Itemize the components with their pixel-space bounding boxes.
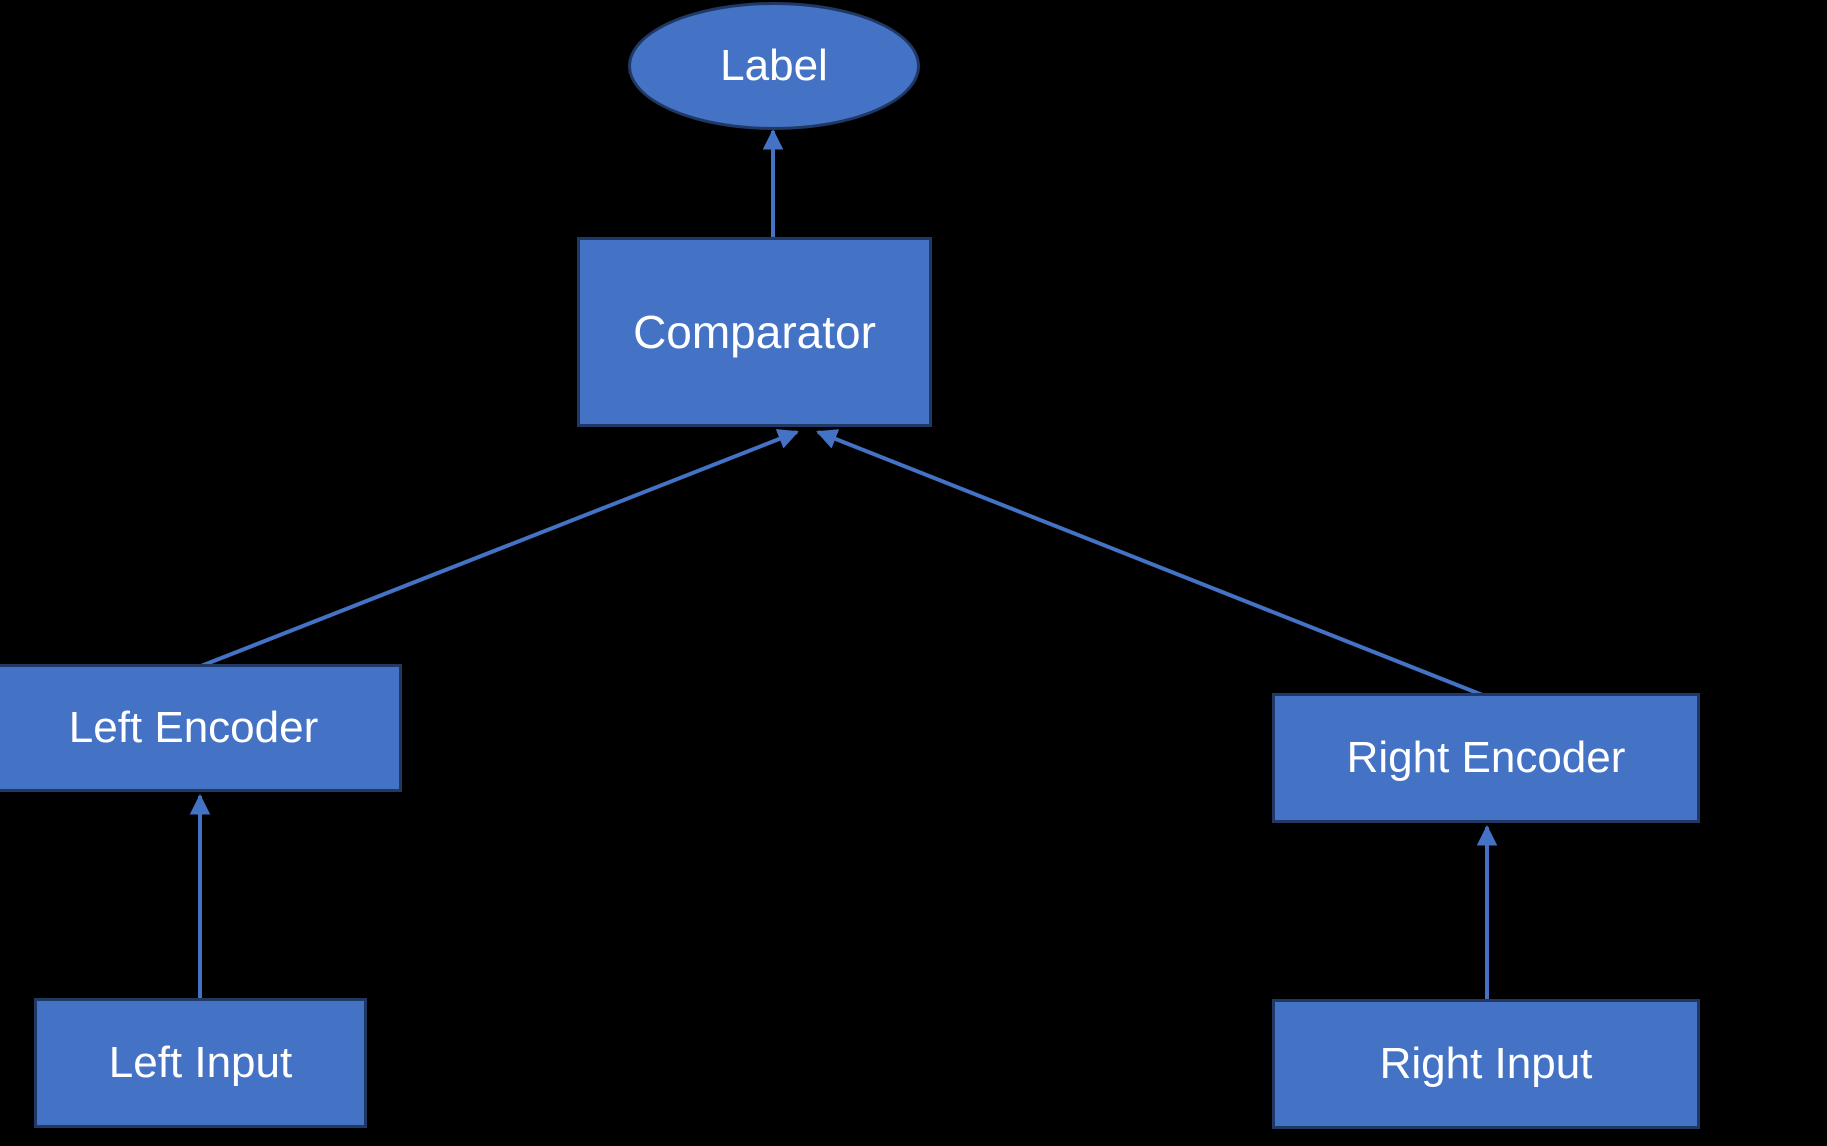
edge-right-encoder-to-comparator xyxy=(816,429,1486,698)
node-right-encoder[interactable]: Right Encoder xyxy=(1272,693,1700,823)
node-label[interactable]: Label xyxy=(628,2,920,130)
node-label-text: Label xyxy=(720,40,828,90)
node-comparator-text: Comparator xyxy=(633,305,876,358)
node-right-input-text: Right Input xyxy=(1379,1038,1593,1088)
node-right-input[interactable]: Right Input xyxy=(1272,999,1700,1129)
node-comparator[interactable]: Comparator xyxy=(577,237,932,427)
edge-left-encoder-to-comparator xyxy=(200,429,799,668)
node-right-encoder-text: Right Encoder xyxy=(1346,732,1626,782)
node-left-input[interactable]: Left Input xyxy=(34,998,367,1128)
node-left-input-text: Left Input xyxy=(108,1037,293,1087)
node-left-encoder[interactable]: Left Encoder xyxy=(0,664,402,792)
node-left-encoder-text: Left Encoder xyxy=(68,702,319,752)
